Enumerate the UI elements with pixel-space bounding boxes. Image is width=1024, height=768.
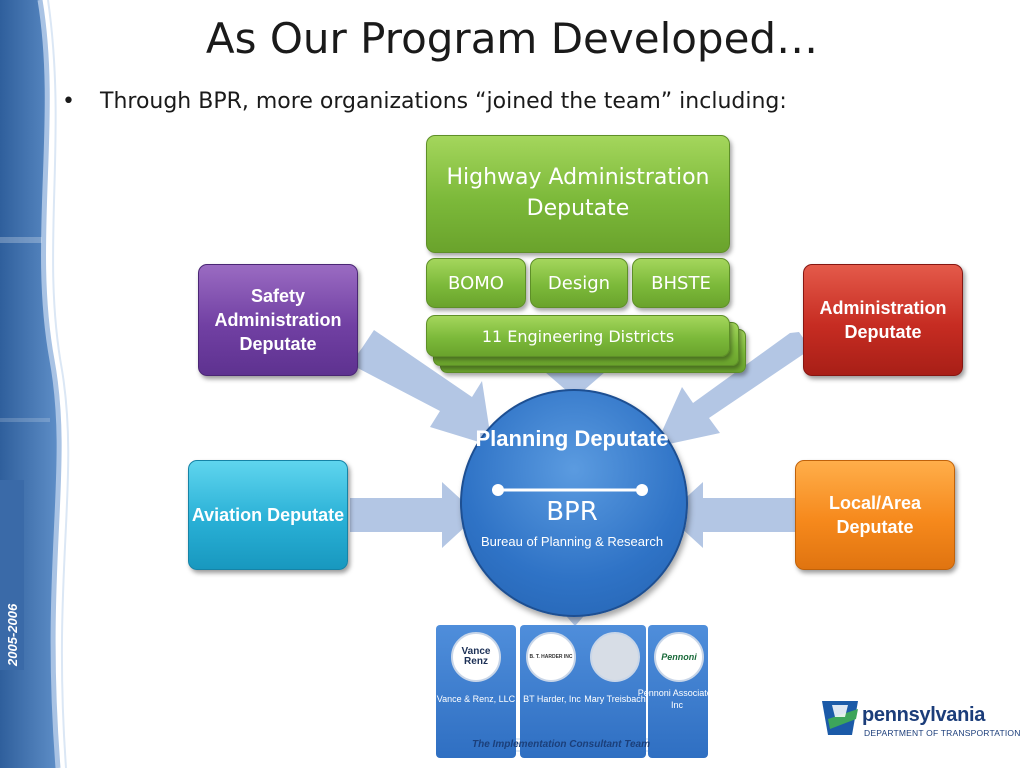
- bt-harder-logo: B. T. HARDER INC: [526, 632, 576, 682]
- vance-renz-logo-text: Vance Renz: [461, 645, 491, 667]
- aviation-deputate-box: Aviation Deputate: [188, 460, 348, 570]
- keystone-logo-icon: [822, 701, 858, 735]
- slide-title: As Our Program Developed…: [205, 14, 819, 63]
- department-name: DEPARTMENT OF TRANSPORTATION: [864, 728, 1021, 738]
- admin-deputate-box: Administration Deputate: [803, 264, 963, 376]
- local-deputate-box: Local/Area Deputate: [795, 460, 955, 570]
- treisbach-logo: [590, 632, 640, 682]
- arrow-safety: [350, 330, 492, 446]
- pennoni-logo-text: Pennoni: [661, 652, 697, 662]
- bpr-abbr: BPR: [546, 497, 598, 527]
- bomo-box: BOMO: [426, 258, 526, 308]
- year-tag: 2005-2006: [5, 603, 20, 667]
- design-box: Design: [530, 258, 628, 308]
- consultant-name-harder: BT Harder, Inc: [523, 694, 581, 704]
- consultant-name-vance: Vance & Renz, LLC: [436, 694, 516, 704]
- pennoni-logo: Pennoni: [654, 632, 704, 682]
- bpr-full-name: Bureau of Planning & Research: [480, 534, 664, 549]
- bt-harder-logo-text: B. T. HARDER INC: [529, 654, 573, 660]
- arrow-admin: [655, 332, 811, 447]
- planning-deputate-title: Planning Deputate: [475, 426, 669, 451]
- highway-admin-box: Highway Administration Deputate: [426, 135, 730, 253]
- bullet-dot: •: [62, 89, 75, 114]
- planning-deputate-circle: [460, 389, 688, 617]
- vance-renz-logo: Vance Renz: [451, 632, 501, 682]
- safety-deputate-box: Safety Administration Deputate: [198, 264, 358, 376]
- consultant-name-pennoni: Pennoni Associates Inc: [637, 688, 717, 710]
- districts-box: 11 Engineering Districts: [426, 315, 730, 357]
- pennsylvania-wordmark: pennsylvania: [862, 704, 986, 726]
- svg-text:2005-2006: 2005-2006: [5, 603, 20, 667]
- bullet-text: Through BPR, more organizations “joined …: [100, 89, 787, 114]
- center-divider: [492, 484, 648, 496]
- consultant-team-label: The Implementation Consultant Team: [472, 739, 650, 750]
- consultant-name-treisbach: Mary Treisbach: [584, 694, 646, 704]
- bhste-box: BHSTE: [632, 258, 730, 308]
- arrow-aviation: [350, 482, 478, 548]
- arrow-local: [667, 482, 795, 548]
